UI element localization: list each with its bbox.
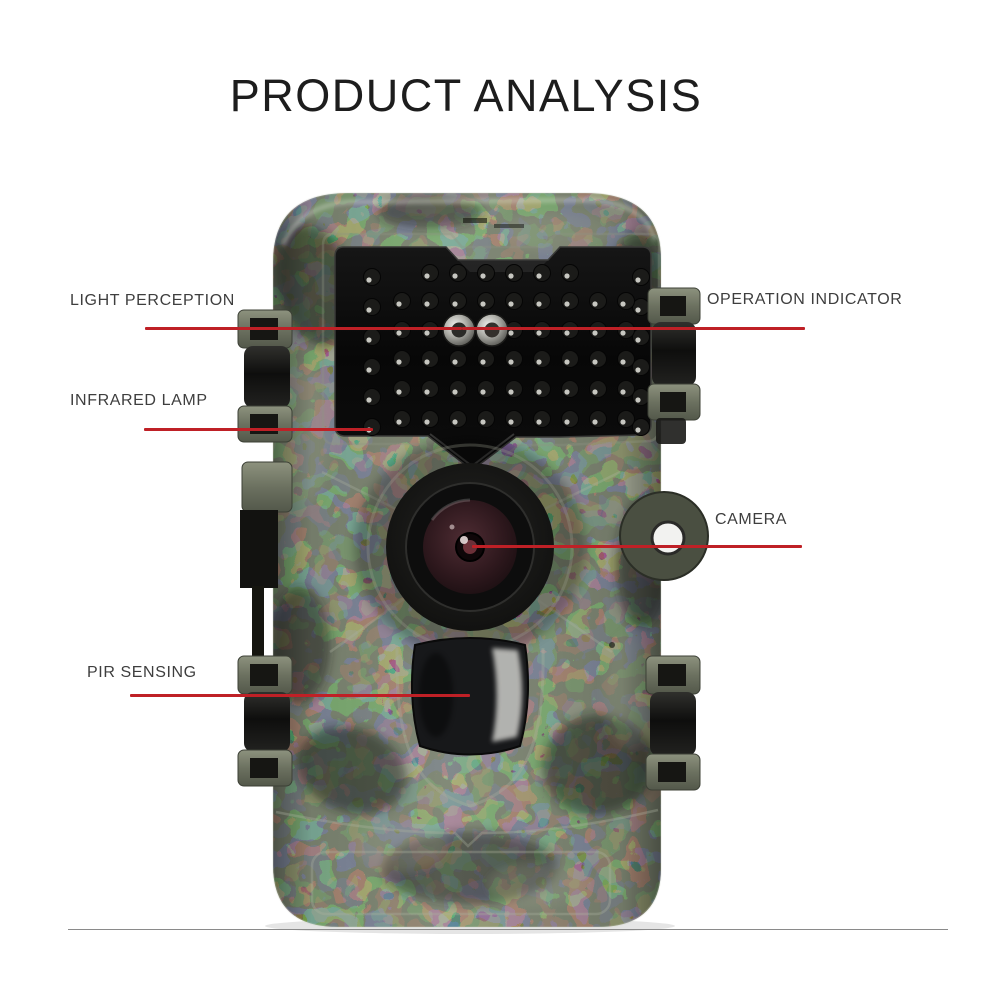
- ir-led-array: [363, 264, 650, 436]
- callout-line-infrared-lamp: [144, 428, 373, 431]
- callout-label-operation-indicator: OPERATION INDICATOR: [707, 291, 903, 308]
- page-title: PRODUCT ANALYSIS: [229, 70, 703, 121]
- infrared-led-panel: [334, 246, 652, 471]
- callout-label-infrared-lamp: INFRARED LAMP: [70, 392, 208, 409]
- right-side-latches: [619, 287, 709, 791]
- callout-line-camera: [472, 545, 802, 548]
- callout-label-camera: CAMERA: [715, 511, 788, 528]
- left-side-latches: [237, 309, 293, 787]
- callout-label-pir-sensing: PIR SENSING: [87, 664, 197, 681]
- callout-line-light-perception: [145, 327, 462, 330]
- camera-lens: [354, 437, 586, 657]
- callout-line-pir-sensing: [130, 694, 470, 697]
- callout-label-light-perception: LIGHT PERCEPTION: [70, 292, 235, 309]
- divider-line: [68, 929, 948, 930]
- top-seam-highlight: [281, 198, 657, 246]
- callout-line-operation-indicator: [462, 327, 805, 330]
- strap-tab-hole: [650, 520, 686, 556]
